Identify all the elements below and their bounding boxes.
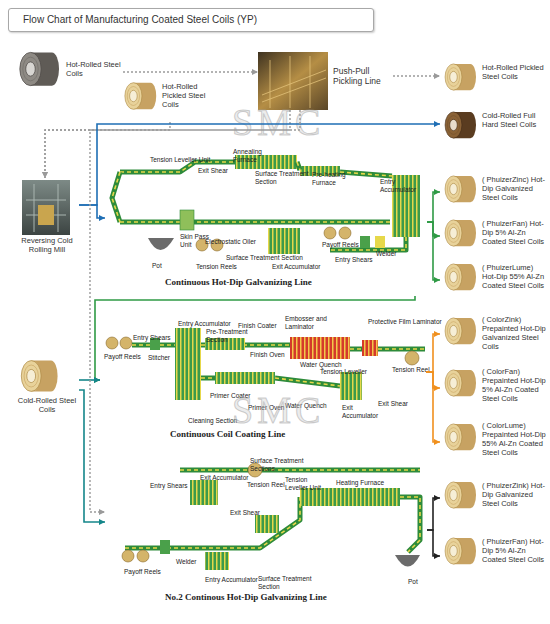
part-label: Exit Shear	[230, 509, 260, 517]
flow-arrow	[427, 222, 440, 236]
node-label: Continuous Coil Coating Line	[170, 430, 400, 439]
part-label: Entry Shears	[150, 482, 188, 490]
flow-arrow	[95, 296, 415, 380]
part-label: Exit Accumulator	[272, 263, 320, 271]
part-label: Tension Reel	[247, 481, 285, 489]
part-label: Tension Leveller Unit	[285, 476, 325, 491]
flow-arrow	[123, 71, 258, 72]
part-label: Exit Accumulator	[342, 404, 382, 419]
node-label: ( PhuizerFan) Hot-Dip 5% Al-Zn Coated St…	[482, 537, 546, 564]
part-label: Welder	[176, 558, 196, 566]
part-label: Payoff Reels	[124, 568, 161, 576]
node-label: ( ColorLume) Prepainted Hot-Dip 55% Al-Z…	[482, 421, 546, 457]
product-coil: Hot-Rolled Pickled Steel Coils	[440, 60, 548, 96]
part-label: Water Quench	[300, 361, 342, 369]
part-label: Pot	[408, 578, 418, 586]
node-label: ( PhuizerZinc) Hot-Dip Galvanized Steel …	[482, 175, 546, 202]
process-mill: Reversing Cold Rolling Mill	[15, 178, 79, 258]
flow-arrow	[427, 222, 440, 280]
part-label: Entry Shears	[133, 334, 171, 342]
product-coil: ( PhuizerZinc) Hot-Dip Galvanized Steel …	[440, 172, 548, 212]
part-label: Electrostatic Oiler	[205, 238, 256, 246]
part-label: Surface Treatment Section	[258, 575, 313, 590]
flow-arrow	[427, 498, 440, 530]
part-label: Payoff Reels	[322, 241, 359, 249]
part-label: Surface Treatment Sections	[250, 457, 310, 472]
part-label: Surface Treatment Section	[255, 170, 310, 185]
node-label: Reversing Cold Rolling Mill	[15, 236, 79, 254]
node-label: Hot-Rolled Pickled Steel Coils	[482, 63, 546, 81]
part-label: Pre-Treatment Section	[206, 328, 251, 343]
flow-arrow	[426, 372, 440, 388]
source-coil: Hot-Rolled Pickled Steel Coils	[122, 80, 222, 122]
part-label: Protective Film Laminator	[368, 318, 442, 326]
flow-arrow	[79, 379, 100, 381]
part-label: Tension Leveller Unit	[150, 156, 210, 164]
part-label: Entry Shears	[335, 256, 373, 264]
part-label: Exit Shear	[378, 400, 408, 408]
source-coil: Hot-Rolled Steel Coils	[18, 48, 123, 98]
watermark: SMC	[232, 100, 324, 144]
node-label: Push-Pull Pickling Line	[333, 66, 393, 86]
product-coil: ( ColorFan) Prepainted Hot-Dip 5% Al-Zn …	[440, 364, 548, 414]
flow-arrow	[79, 205, 105, 218]
node-label: ( PhuizerFan) Hot-Dip 5% Al-Zn Coated St…	[482, 219, 546, 246]
flow-arrow	[427, 530, 440, 556]
node-label: Continuous Hot-Dip Galvanizing Line	[165, 278, 395, 287]
node-label: Hot-Rolled Steel Coils	[66, 60, 122, 78]
part-label: Embosser and Laminator	[285, 315, 330, 330]
product-coil: ( ColorLume) Prepainted Hot-Dip 55% Al-Z…	[440, 418, 548, 468]
node-label: Hot-Rolled Pickled Steel Coils	[162, 82, 220, 109]
flow-arrow	[45, 122, 170, 178]
part-label: Tension Reel	[392, 366, 430, 374]
part-label: Welder	[376, 250, 396, 258]
flow-arrow	[426, 372, 440, 442]
part-label: Pot	[152, 262, 162, 270]
part-label: Pre-heating Furnace	[312, 171, 352, 186]
node-label: ( PhuizerLume) Hot-Dip 55% Al-Zn Coated …	[482, 263, 546, 290]
flow-arrow	[393, 75, 440, 76]
product-coil: ( PhuizerFan) Hot-Dip 5% Al-Zn Coated St…	[440, 534, 548, 580]
part-label: Exit Shear	[198, 167, 228, 175]
part-label: Finish Oven	[250, 351, 285, 359]
part-label: Cleaning Section	[188, 417, 237, 425]
product-coil: ( PhuizerFan) Hot-Dip 5% Al-Zn Coated St…	[440, 216, 548, 258]
part-label: Tension Leveller	[320, 368, 367, 376]
product-coil: ( PhuizerZink) Hot-Dip Galvanized Steel …	[440, 478, 548, 518]
flow-arrow	[427, 192, 440, 222]
part-label: Exit Accumulator	[200, 474, 248, 482]
chart-title: Flow Chart of Manufacturing Coated Steel…	[8, 8, 374, 32]
part-label: Entry Accumulator	[380, 178, 420, 193]
part-label: Payoff Reels	[104, 353, 141, 361]
node-label: ( ColorFan) Prepainted Hot-Dip 5% Al-Zn …	[482, 367, 546, 403]
node-label: ( ColorZink) Prepainted Hot-Dip Galvaniz…	[482, 315, 546, 351]
node-label: ( PhuizerZink) Hot-Dip Galvanized Steel …	[482, 481, 546, 508]
part-label: Surface Treatment Section	[226, 254, 303, 262]
source-coil: Cold-Rolled Steel Coils	[15, 358, 79, 416]
product-coil: Cold-Rolled Full Hard Steel Coils	[440, 108, 548, 146]
flow-arrow	[79, 390, 105, 522]
part-label: Stitcher	[148, 354, 170, 362]
watermark: SMC	[232, 388, 324, 432]
node-label: Cold-Rolled Full Hard Steel Coils	[482, 111, 546, 129]
part-label: Heating Furnace	[336, 479, 384, 487]
part-label: Annealing Furnace	[233, 148, 273, 163]
node-label: Cold-Rolled Steel Coils	[15, 396, 79, 414]
product-coil: ( ColorZink) Prepainted Hot-Dip Galvaniz…	[440, 312, 548, 360]
part-label: Entry Accumulator	[178, 320, 231, 328]
product-coil: ( PhuizerLume) Hot-Dip 55% Al-Zn Coated …	[440, 260, 548, 302]
part-label: Entry Accumulator	[205, 576, 258, 584]
part-label: Tension Reels	[196, 263, 237, 271]
node-label: No.2 Continous Hot-Dip Galvanizing Line	[165, 593, 405, 602]
